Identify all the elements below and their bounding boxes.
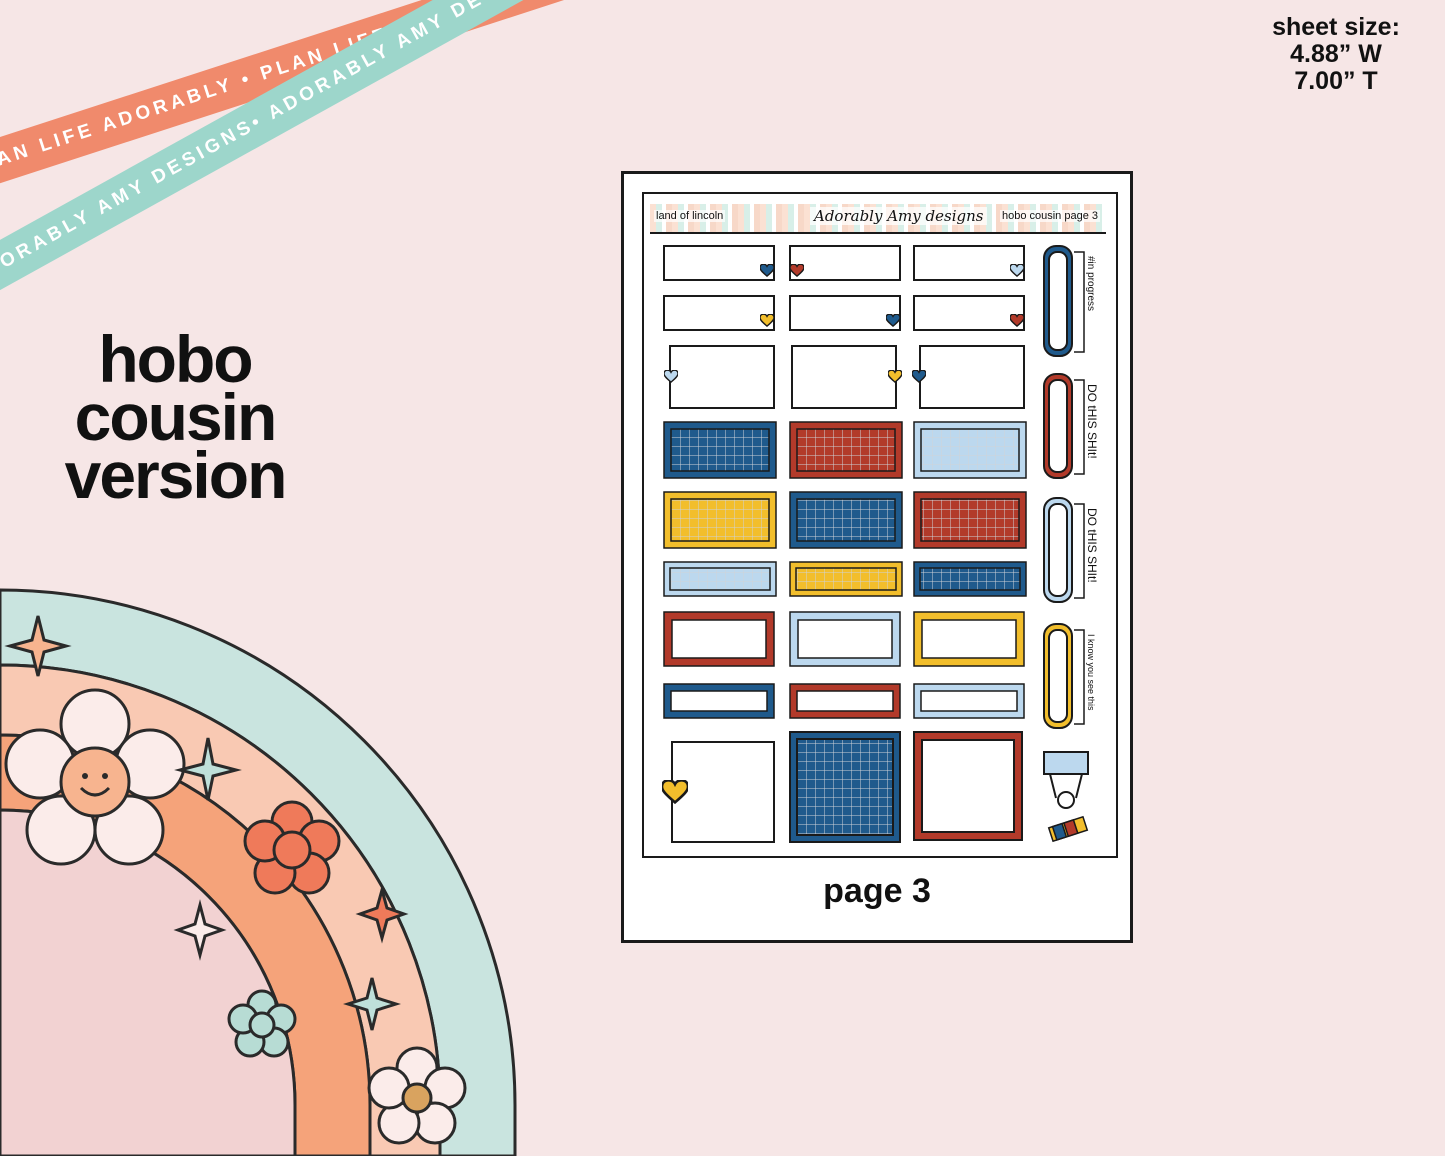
coral-flower-icon [243,800,341,895]
sticker-sheet-card: land of lincoln Adorably Amy designs hob… [621,171,1133,943]
sheet-kit-name: land of lincoln [654,210,726,222]
white-flower-icon [367,1046,467,1145]
sheet-header: land of lincoln Adorably Amy designs hob… [650,204,1106,234]
washi-tape-icon [1047,815,1089,843]
binder-clip-icon [1043,751,1089,809]
sparkle-icon [174,737,242,801]
sparkle-icon [4,615,72,677]
sparkle-icon [173,899,227,961]
sheet-size-height: 7.00” T [1294,67,1378,95]
title-line-1: hobo [98,322,253,396]
smiley-flower-icon [4,688,186,866]
brand-logo: Adorably Amy designs [810,207,988,225]
sticker-layout: #in progress DO tHIS SHIt! DO tHIS SHIt!… [662,245,1099,843]
ribbon-plan-life-adorably: PLAN LIFE ADORABLY • PLAN LIFE ADORABLY … [0,0,754,192]
sheet-size-info: sheet size: 4.88” W 7.00” T [1261,14,1411,95]
sparkle-icon [355,884,409,944]
sticker-sheet: land of lincoln Adorably Amy designs hob… [642,192,1118,858]
ribbon-text: PLAN LIFE ADORABLY • PLAN LIFE ADORABLY … [0,0,753,181]
ribbon-adorably-amy-designs: ADORABLY AMY DESIGNS• ADORABLY AMY DESIG… [0,0,699,301]
side-label-4: I know you see this [1086,634,1096,711]
rainbow-illustration [0,588,517,1156]
side-label-1: #in progress [1085,256,1096,311]
sheet-size-width: 4.88” W [1290,40,1382,68]
side-label-2: DO tHIS SHIt! [1085,384,1099,459]
teal-flower-icon [227,989,297,1058]
sheet-size-label: sheet size: [1272,13,1400,41]
title-line-3: version [64,438,288,512]
side-label-3: DO tHIS SHIt! [1085,508,1099,583]
page-label: page 3 [823,872,931,910]
sheet-page-name: hobo cousin page 3 [999,210,1100,222]
sparkle-icon [343,977,401,1031]
product-title: hobo cousin version [40,322,310,512]
title-line-2: cousin [74,380,278,454]
